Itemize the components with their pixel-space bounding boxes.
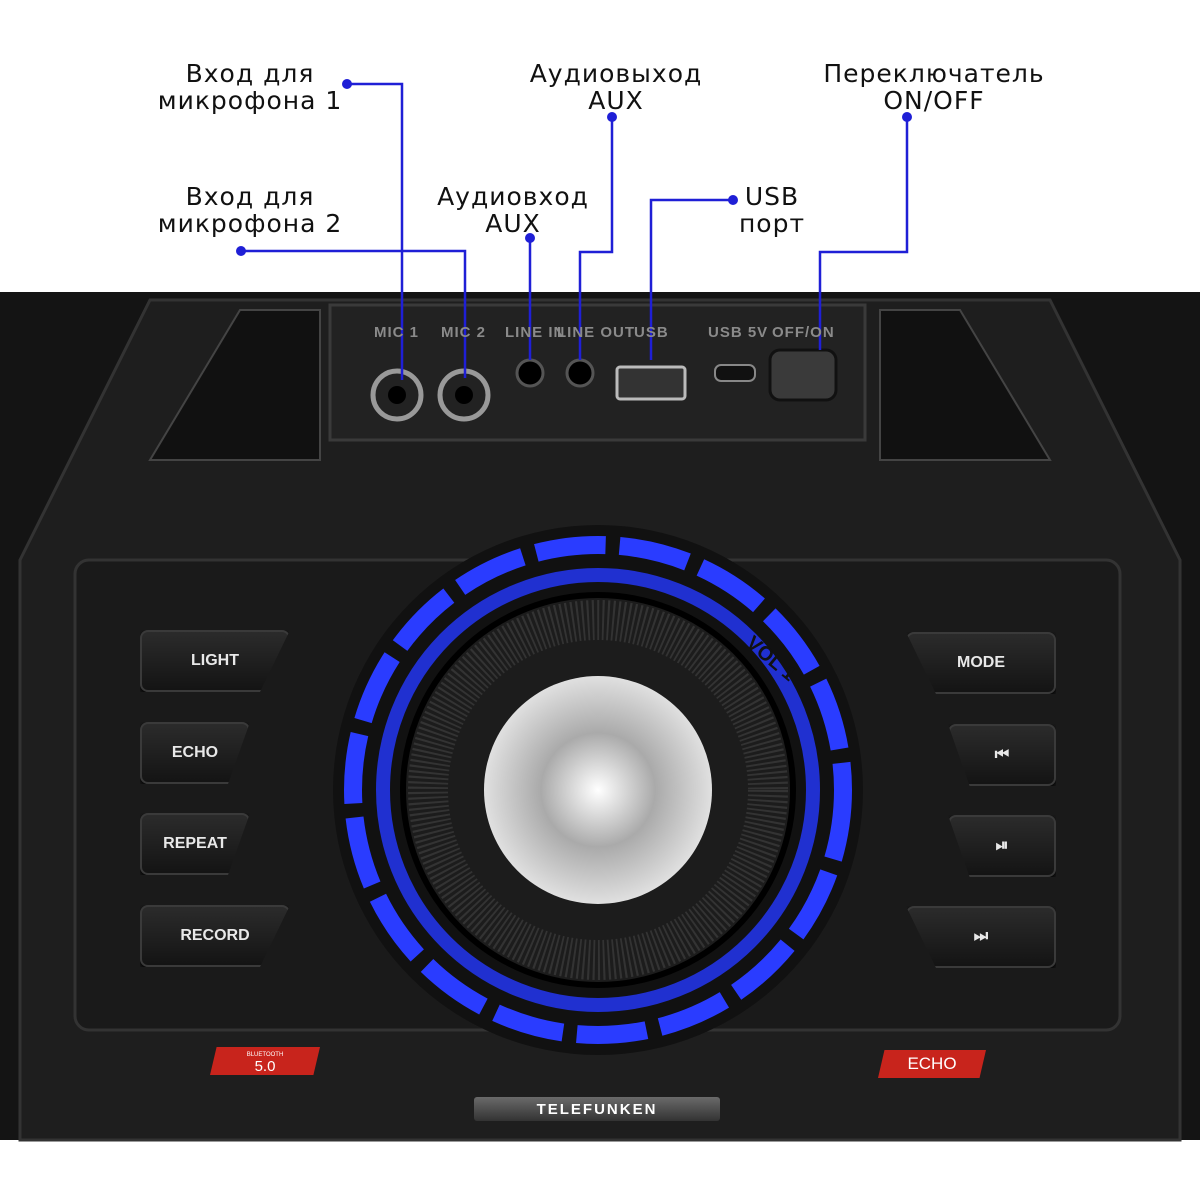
label-mic1: MIC 1: [374, 324, 420, 341]
label-mic2: MIC 2: [441, 324, 487, 341]
callout-line2: AUX: [588, 86, 644, 115]
handle-left: [148, 309, 321, 461]
top-panel: [328, 303, 867, 442]
callout-lines: [241, 82, 909, 380]
callout-line1: Аудиовход: [437, 182, 589, 211]
knob-cap: [484, 676, 712, 904]
power-switch: [768, 348, 838, 402]
bluetooth-badge: BLUETOOTH 5.0: [210, 1047, 320, 1075]
handle-right: [879, 309, 1052, 461]
callout-line1: Вход для: [185, 59, 315, 88]
callout-line1: Аудиовыход: [529, 59, 703, 88]
mic1-jack: [370, 368, 424, 422]
callout-line2: микрофона 2: [157, 209, 343, 238]
callout-line2: AUX: [485, 209, 541, 238]
usb-port: [615, 365, 687, 401]
record-button[interactable]: RECORD: [140, 905, 290, 967]
led-ring: [344, 536, 852, 1044]
label-usb5v: USB 5V: [708, 324, 769, 341]
micro-usb-port: [714, 364, 756, 382]
label-line-in: LINE IN: [505, 324, 566, 341]
label-off-on: OFF/ON: [772, 324, 835, 341]
label-line-out: LINE OUT: [557, 324, 635, 341]
callout-line1: Переключатель: [823, 59, 1045, 88]
led-ring-inner: [376, 568, 820, 1012]
callout-dots: [236, 79, 912, 256]
callout-line2: микрофона 1: [157, 86, 343, 115]
line-out-jack: [565, 358, 595, 388]
callout-line2: ON/OFF: [883, 86, 985, 115]
bluetooth-small: BLUETOOTH: [246, 1052, 284, 1058]
brand-logo: TELEFUNKEN: [474, 1097, 720, 1121]
mic2-jack: [437, 368, 491, 422]
callout-line2: порт: [738, 209, 806, 238]
callout-line1: Вход для: [185, 182, 315, 211]
label-usb: USB: [634, 324, 669, 341]
bluetooth-version: 5.0: [254, 1058, 276, 1075]
line-in-jack: [515, 358, 545, 388]
echo-badge: ECHO: [878, 1050, 986, 1078]
play-pause-button[interactable]: ⏯: [948, 815, 1056, 877]
callout-line1: USB: [744, 182, 800, 211]
